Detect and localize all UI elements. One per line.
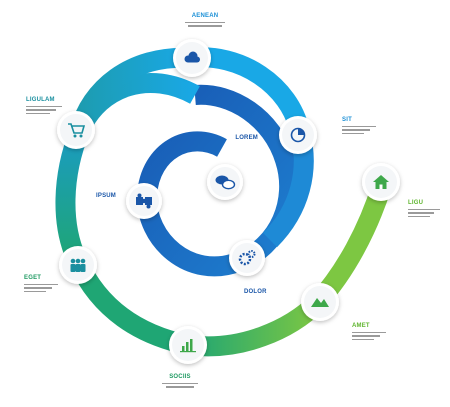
label-eget: EGET [24, 275, 74, 293]
outer-spiral-bottom-right-band [186, 294, 326, 357]
node-dolor[interactable] [229, 240, 265, 276]
label-amet: AMET [352, 323, 402, 341]
outer-spiral-tail-band [310, 182, 392, 309]
node-amet[interactable] [301, 283, 339, 321]
label-sociis: SOCIIS [150, 374, 210, 388]
puzzle-icon [136, 193, 152, 209]
node-lorem[interactable] [207, 164, 243, 200]
node-inner-circle [60, 114, 92, 146]
node-ligulam[interactable] [57, 111, 95, 149]
node-ipsum[interactable] [126, 183, 162, 219]
label-ligulam: LIGULAM [26, 97, 86, 115]
label-title: EGET [24, 275, 42, 281]
label-title: LIGU [408, 200, 424, 206]
label-text-placeholder [150, 383, 210, 388]
mountain-icon [311, 298, 329, 307]
label-title: SIT [342, 117, 352, 123]
label-text-placeholder [342, 126, 392, 135]
label-title: AMET [352, 323, 370, 329]
outer-spiral-left-band [55, 126, 90, 267]
label-ligu: LIGU [408, 200, 448, 218]
label-lorem: LOREM [218, 135, 258, 141]
home-icon [373, 175, 389, 189]
label-title: DOLOR [244, 289, 267, 295]
node-eget[interactable] [59, 246, 97, 284]
label-title: SOCIIS [169, 374, 191, 380]
shopping-cart-icon [68, 123, 86, 138]
outer-spiral-bottom-left-band [68, 257, 191, 355]
label-ipsum: IPSUM [96, 193, 136, 199]
label-sit: SIT [342, 117, 392, 135]
node-ligu[interactable] [362, 163, 400, 201]
label-title: IPSUM [96, 193, 117, 199]
label-text-placeholder [352, 332, 402, 341]
label-title: AENEAN [191, 13, 219, 19]
bar-chart-icon [180, 339, 196, 353]
label-dolor: DOLOR [244, 289, 284, 295]
label-text-placeholder [26, 106, 86, 115]
label-title: LOREM [235, 135, 258, 141]
label-aenean: AENEAN [172, 13, 238, 27]
label-text-placeholder [24, 284, 74, 293]
label-title: LIGULAM [26, 97, 55, 103]
node-inner-circle [232, 243, 262, 273]
label-text-placeholder [408, 209, 448, 218]
people-icon [70, 258, 86, 272]
gears-icon [238, 250, 256, 266]
node-sit[interactable] [279, 116, 317, 154]
node-sociis[interactable] [169, 326, 207, 364]
cloud-icon [184, 51, 200, 63]
chat-bubbles-icon [215, 175, 236, 190]
label-text-placeholder [172, 22, 238, 27]
pie-chart-icon [290, 127, 306, 143]
node-aenean[interactable] [173, 39, 211, 77]
